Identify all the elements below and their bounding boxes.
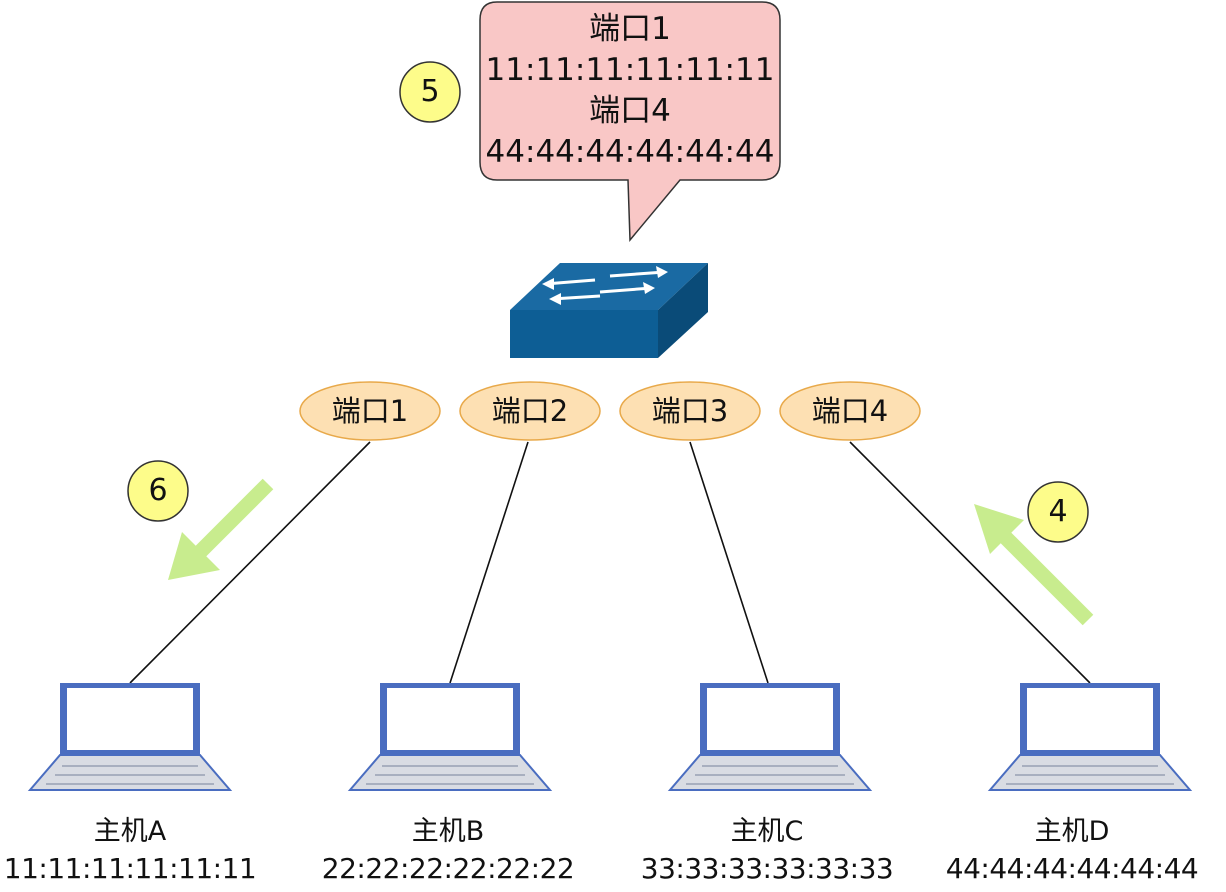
bubble-entry-1-mac: 11:11:11:11:11:11	[485, 52, 775, 88]
port-3-label: 端口3	[651, 394, 729, 428]
step-badge-5-label: 5	[420, 74, 440, 109]
link-port2-host-b	[449, 441, 529, 684]
host-d-mac: 44:44:44:44:44:44	[945, 852, 1199, 885]
port-4-label: 端口4	[811, 394, 889, 428]
step-badge-6	[127, 460, 189, 522]
host-b-mac: 22:22:22:22:22:22	[321, 852, 575, 885]
bubble-entry-2-port: 端口4	[589, 93, 671, 129]
host-d-name: 主机D	[1034, 816, 1110, 847]
step-badge-6-label: 6	[148, 473, 168, 508]
bubble-entry-1-port: 端口1	[589, 11, 671, 47]
port-1-ellipse	[299, 381, 441, 441]
port-4-ellipse	[779, 381, 921, 441]
host-c-name: 主机C	[730, 816, 804, 847]
port-1-label: 端口1	[331, 394, 409, 428]
host-c-mac: 33:33:33:33:33:33	[640, 852, 894, 885]
host-a-name: 主机A	[93, 816, 167, 847]
port-3-ellipse	[619, 381, 761, 441]
step-badge-4-label: 4	[1048, 494, 1068, 529]
mac-table-bubble	[479, 1, 781, 242]
arrow-to-host-a-icon	[168, 478, 274, 580]
arrow-from-host-d-icon	[974, 504, 1094, 626]
link-port1-host-a	[129, 441, 371, 684]
port-2-label: 端口2	[491, 394, 569, 428]
link-port4-host-d	[849, 441, 1091, 684]
host-a-mac: 11:11:11:11:11:11	[3, 852, 257, 885]
link-port3-host-c	[689, 441, 769, 684]
laptop-host-d-icon	[989, 682, 1191, 791]
step-badge-4	[1027, 481, 1089, 543]
port-2-ellipse	[459, 381, 601, 441]
host-b-name: 主机B	[411, 816, 485, 847]
switch-icon	[510, 263, 708, 358]
laptop-host-b-icon	[349, 682, 551, 791]
bubble-entry-2-mac: 44:44:44:44:44:44	[485, 134, 775, 170]
step-badge-5	[399, 61, 461, 123]
laptop-host-a-icon	[29, 682, 231, 791]
laptop-host-c-icon	[669, 682, 871, 791]
